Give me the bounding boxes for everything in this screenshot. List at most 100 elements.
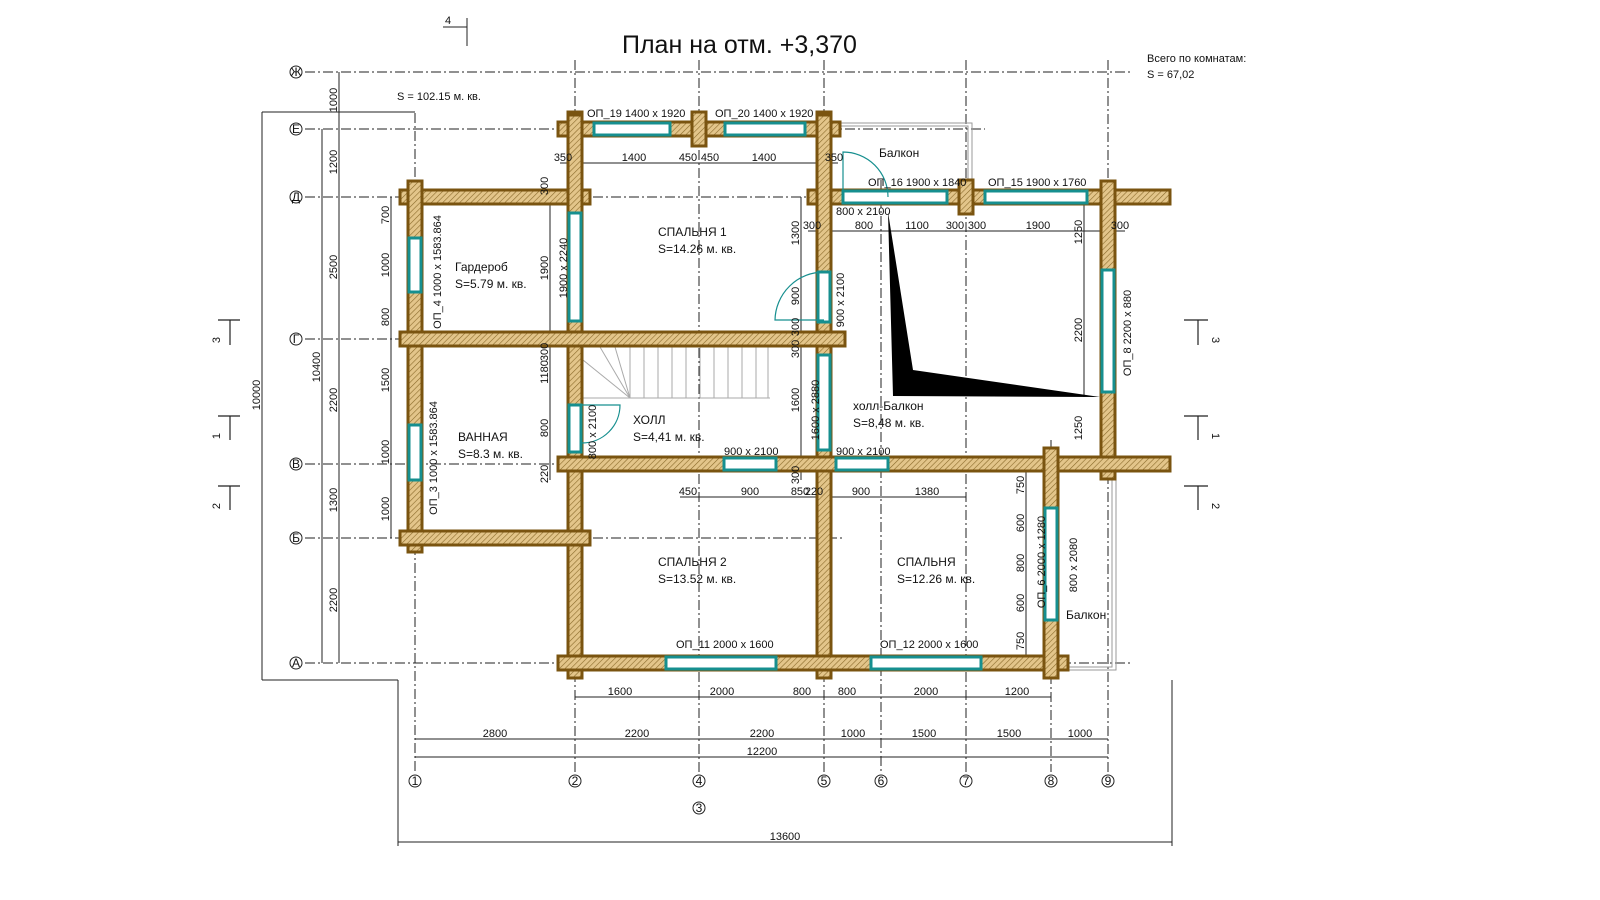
dim-text: 350 bbox=[825, 152, 843, 164]
axis-d: Д bbox=[292, 190, 300, 204]
room-area: S=4,41 м. кв. bbox=[633, 430, 705, 444]
opening-label: ОП_6 2000 x 1280 bbox=[1036, 516, 1048, 608]
opening-label: 900 x 2100 bbox=[724, 446, 778, 458]
dim-text: 300 bbox=[539, 343, 551, 361]
dim-text: 1000 bbox=[328, 88, 340, 112]
dim-text: 1100 bbox=[905, 220, 929, 232]
section-fill bbox=[888, 212, 1100, 397]
rooms-total-value: S = 67,02 bbox=[1147, 69, 1194, 81]
dim-text: 1000 bbox=[380, 440, 392, 464]
col-axis-markers bbox=[408, 774, 1115, 815]
opening-label: 800 x 2100 bbox=[836, 206, 890, 218]
dim-text: 450 bbox=[701, 152, 719, 164]
section-label: 2 bbox=[211, 503, 223, 509]
opening-label: ОП_4 1000 x 1583.864 bbox=[432, 215, 444, 329]
dim-text: 2200 bbox=[625, 728, 649, 740]
dim-text: 300 bbox=[1111, 220, 1129, 232]
dim-text: 1200 bbox=[328, 150, 340, 174]
dim-text: 800 bbox=[838, 686, 856, 698]
axis-g: Г bbox=[293, 332, 300, 346]
opening-label: 800 x 2100 bbox=[587, 405, 599, 459]
dim-text: 850 bbox=[791, 486, 809, 498]
dim-text: 1000 bbox=[841, 728, 865, 740]
total-area: S = 102.15 м. кв. bbox=[397, 91, 481, 103]
openings bbox=[407, 121, 1116, 671]
room-name: СПАЛЬНЯ 2 bbox=[658, 555, 727, 569]
axis-9: 9 bbox=[1105, 774, 1112, 788]
room-name: ХОЛЛ bbox=[633, 413, 666, 427]
dim-text: 1180 bbox=[539, 360, 551, 384]
dim-text: 2500 bbox=[328, 255, 340, 279]
dim-text: 2800 bbox=[483, 728, 507, 740]
axis-5: 5 bbox=[821, 774, 828, 788]
dim-text: 1900 bbox=[1026, 220, 1050, 232]
dim-text: 300 bbox=[946, 220, 964, 232]
dim-text: 300 bbox=[968, 220, 986, 232]
dim-text: 13600 bbox=[770, 831, 801, 843]
dim-text: 2200 bbox=[328, 388, 340, 412]
axis-7: 7 bbox=[963, 774, 970, 788]
dim-text: 800 bbox=[855, 220, 873, 232]
dim-text: 1200 bbox=[1005, 686, 1029, 698]
dim-text: 800 bbox=[539, 419, 551, 437]
dim-text: 300 bbox=[790, 340, 802, 358]
dim-text: 2200 bbox=[1073, 318, 1085, 342]
dim-text: 2200 bbox=[750, 728, 774, 740]
room-area: S=5.79 м. кв. bbox=[455, 277, 527, 291]
dim-text: 300 bbox=[803, 220, 821, 232]
section-label: 4 bbox=[445, 15, 451, 27]
dim-text: 1400 bbox=[622, 152, 646, 164]
staircase bbox=[582, 346, 770, 399]
dim-text: 2200 bbox=[328, 588, 340, 612]
dim-text: 10400 bbox=[311, 352, 323, 383]
room-name: Балкон bbox=[1066, 608, 1106, 622]
dim-text: 12200 bbox=[747, 746, 778, 758]
dim-text: 1500 bbox=[997, 728, 1021, 740]
dim-text: 800 bbox=[793, 686, 811, 698]
section-label: 2 bbox=[1209, 503, 1221, 509]
dim-text: 1400 bbox=[752, 152, 776, 164]
dim-text: 800 bbox=[380, 308, 392, 326]
dim-text: 220 bbox=[805, 486, 823, 498]
dim-text: 1380 bbox=[915, 486, 939, 498]
axis-zh: Ж bbox=[290, 65, 301, 79]
room-area: S=8.3 м. кв. bbox=[458, 447, 523, 461]
axis-b: Б bbox=[292, 531, 300, 545]
axis-4: 4 bbox=[696, 774, 703, 788]
opening-label: ОП_12 2000 x 1600 bbox=[880, 639, 978, 651]
room-name: холл-Балкон bbox=[853, 399, 924, 413]
room-name: СПАЛЬНЯ 1 bbox=[658, 225, 727, 239]
dim-text: 450 bbox=[679, 152, 697, 164]
opening-label: ОП_20 1400 x 1920 bbox=[715, 108, 813, 120]
dim-text: 800 bbox=[1015, 554, 1027, 572]
opening-label: 1600 x 2880 bbox=[810, 380, 822, 441]
row-axis-markers bbox=[289, 65, 303, 670]
opening-label: ОП_19 1400 x 1920 bbox=[587, 108, 685, 120]
room-area: S=8,48 м. кв. bbox=[853, 416, 925, 430]
dim-text: 1600 bbox=[608, 686, 632, 698]
opening-label: ОП_15 1900 x 1760 bbox=[988, 177, 1086, 189]
dim-text: 1300 bbox=[328, 488, 340, 512]
opening-label: ОП_8 2200 x 880 bbox=[1122, 290, 1134, 376]
dim-text: 750 bbox=[1015, 632, 1027, 650]
opening-label: 800 x 2080 bbox=[1068, 538, 1080, 592]
opening-label: ОП_16 1900 x 1840 bbox=[868, 177, 966, 189]
dim-text: 900 bbox=[790, 287, 802, 305]
room-area: S=12.26 м. кв. bbox=[897, 572, 975, 586]
dim-text: 900 bbox=[852, 486, 870, 498]
dim-text: 300 bbox=[790, 318, 802, 336]
rooms-total-label: Всего по комнатам: bbox=[1147, 53, 1246, 65]
dim-text: 450 bbox=[679, 486, 697, 498]
dim-text: 1500 bbox=[912, 728, 936, 740]
room-name: Балкон bbox=[879, 146, 919, 160]
axis-v: В bbox=[292, 457, 300, 471]
dim-text: 300 bbox=[539, 177, 551, 195]
opening-label: 1900 x 2240 bbox=[558, 238, 570, 299]
dim-text: 1900 bbox=[539, 256, 551, 280]
opening-label: ОП_11 2000 x 1600 bbox=[676, 639, 774, 651]
balcony-railing bbox=[838, 122, 1117, 671]
room-labels: Гардероб S=5.79 м. кв. СПАЛЬНЯ 1 S=14.26… bbox=[455, 146, 1106, 622]
dim-text: 1000 bbox=[380, 253, 392, 277]
section-label: 3 bbox=[1209, 337, 1221, 343]
